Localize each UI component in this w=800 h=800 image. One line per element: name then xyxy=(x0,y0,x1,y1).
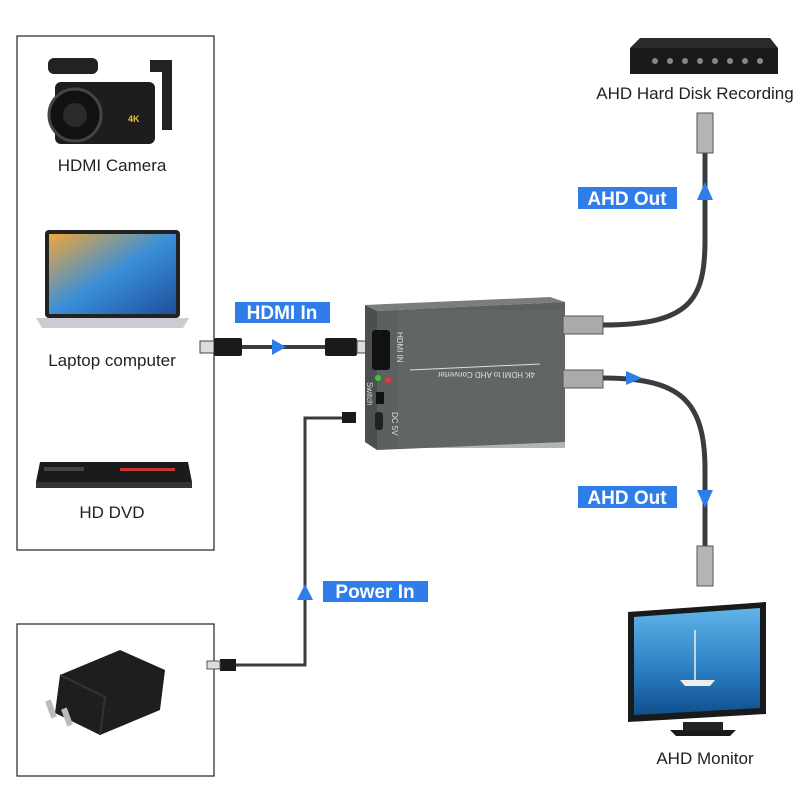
laptop-icon xyxy=(36,230,189,328)
arrow-right-icon xyxy=(272,339,286,355)
output-label-monitor: AHD Monitor xyxy=(656,749,754,768)
dc-port xyxy=(375,412,383,430)
source-label-camera: HDMI Camera xyxy=(58,156,167,175)
converter-device: 4K HDMI to AHD Converter HDMI IN Switch … xyxy=(365,297,565,450)
port-hdmi-label: HDMI IN xyxy=(395,332,404,363)
arrow-up-icon xyxy=(697,182,713,200)
port-switch-label: Switch xyxy=(365,382,374,406)
hdmi-in-label-bg xyxy=(235,302,330,323)
output-label-dvr: AHD Hard Disk Recording xyxy=(596,84,793,103)
port-dc-label: DC 5V xyxy=(390,412,399,436)
switch-button xyxy=(376,392,384,404)
ahd-cable-top xyxy=(562,112,714,335)
hdmi-in-label: HDMI In xyxy=(247,303,318,324)
power-in-label: Power In xyxy=(335,582,414,603)
ahd-out-top-label: AHD Out xyxy=(587,189,667,210)
camera-icon: 4K xyxy=(47,58,172,144)
dvd-player-icon xyxy=(36,462,192,488)
source-label-dvd: HD DVD xyxy=(79,503,144,522)
hdmi-port xyxy=(372,330,390,370)
dvr-icon xyxy=(630,38,778,74)
power-in-label-bg xyxy=(323,581,428,602)
source-label-laptop: Laptop computer xyxy=(48,351,176,370)
ahd-out-bottom-label: AHD Out xyxy=(587,488,667,509)
monitor-icon xyxy=(628,602,766,736)
ahd-out-bottom-label-bg xyxy=(578,486,677,508)
ahd-cable-bottom xyxy=(562,369,714,587)
arrow-up-icon xyxy=(297,584,313,600)
power-adapter-icon xyxy=(45,650,165,736)
hdmi-cable xyxy=(199,338,372,356)
svg-text:4K: 4K xyxy=(128,114,140,124)
power-cable xyxy=(206,412,356,671)
converter-name: 4K HDMI to AHD Converter xyxy=(437,370,535,379)
source-devices-panel xyxy=(16,35,215,551)
arrow-right-icon xyxy=(626,371,642,385)
arrow-down-icon xyxy=(697,490,713,508)
ahd-out-top-label-bg xyxy=(578,187,677,209)
power-adapter-panel xyxy=(16,623,215,777)
